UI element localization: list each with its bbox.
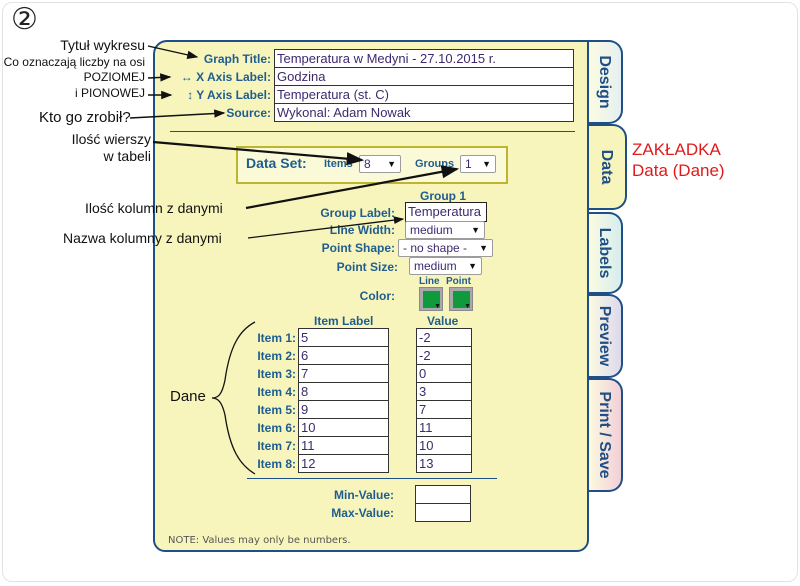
chevron-down-icon: ▼ xyxy=(387,159,396,169)
row-label: Item 4: xyxy=(257,385,296,399)
line-width-select[interactable]: medium ▼ xyxy=(405,221,485,239)
tab-labels[interactable]: Labels xyxy=(587,212,623,294)
min-value-label: Min-Value: xyxy=(333,488,394,502)
source-label: Source: xyxy=(226,106,271,120)
row-label: Item 2: xyxy=(257,349,296,363)
dataset-title: Data Set: xyxy=(246,155,307,171)
max-value-label: Max-Value: xyxy=(331,506,394,520)
chevron-down-icon: ▼ xyxy=(471,225,480,235)
item-label-input[interactable]: 8 xyxy=(298,382,389,401)
color-point-label: Point xyxy=(446,276,471,287)
value-input[interactable]: 7 xyxy=(416,400,472,419)
item-label-header: Item Label xyxy=(314,314,374,328)
groups-label: Groups xyxy=(415,158,455,170)
divider xyxy=(170,131,575,132)
point-shape-select[interactable]: - no shape - ▼ xyxy=(398,239,493,257)
row-label: Item 3: xyxy=(257,367,296,381)
tab-design-label: Design xyxy=(596,55,613,109)
y-axis-input[interactable]: Temperatura (st. C) xyxy=(274,85,574,104)
row-label: Item 7: xyxy=(257,439,296,453)
group-label-label: Group Label: xyxy=(320,206,395,220)
items-select[interactable]: 8▼ xyxy=(359,155,401,173)
row-label: Item 1: xyxy=(257,331,296,345)
chevron-down-icon: ▼ xyxy=(479,243,488,253)
value-input[interactable]: 0 xyxy=(416,364,472,383)
annotation-vertical: i PIONOWEJ xyxy=(74,86,145,100)
item-label-input[interactable]: 12 xyxy=(298,454,389,473)
point-shape-value: - no shape - xyxy=(403,241,468,255)
annotation-columns: Ilość kolumn z danymi xyxy=(85,200,223,216)
annotation-title: Tytuł wykresu xyxy=(60,37,145,53)
value-input[interactable]: 3 xyxy=(416,382,472,401)
point-color-swatch xyxy=(453,291,470,308)
color-label: Color: xyxy=(359,289,395,303)
item-label-input[interactable]: 9 xyxy=(298,400,389,419)
item-label-input[interactable]: 5 xyxy=(298,328,389,347)
item-label-input[interactable]: 6 xyxy=(298,346,389,365)
min-value-input[interactable] xyxy=(415,485,471,504)
line-width-value: medium xyxy=(410,223,453,237)
row-label: Item 6: xyxy=(257,421,296,435)
value-input[interactable]: -2 xyxy=(416,328,472,347)
group-label-input[interactable]: Temperatura xyxy=(405,202,487,222)
y-axis-label: ↕ Y Axis Label: xyxy=(187,88,271,102)
annotation-tab-2: Data (Dane) xyxy=(632,161,725,180)
tab-data-label: Data xyxy=(598,149,615,185)
annotation-author: Kto go zrobił? xyxy=(39,109,131,126)
annotation-column-name: Nazwa kolumny z danymi xyxy=(63,230,222,246)
item-label-input[interactable]: 10 xyxy=(298,418,389,437)
value-input[interactable]: 13 xyxy=(416,454,472,473)
line-width-label: Line Width: xyxy=(329,223,395,237)
note-text: NOTE: Values may only be numbers. xyxy=(168,535,351,546)
tab-print-save-label: Print / Save xyxy=(596,391,613,479)
max-value-input[interactable] xyxy=(415,503,471,522)
point-color-picker[interactable]: ▼ xyxy=(449,287,473,311)
annotation-horizontal: POZIOMEJ xyxy=(83,70,145,84)
value-header: Value xyxy=(427,314,459,328)
item-label-input[interactable]: 7 xyxy=(298,364,389,383)
chevron-down-icon: ▼ xyxy=(468,261,477,271)
value-input[interactable]: -2 xyxy=(416,346,472,365)
tab-labels-label: Labels xyxy=(596,227,613,279)
graph-title-label: Graph Title: xyxy=(203,52,271,66)
dropdown-icon: ▼ xyxy=(434,303,441,310)
source-input[interactable]: Wykonal: Adam Nowak xyxy=(274,103,574,122)
point-size-value: medium xyxy=(414,259,457,273)
x-axis-input[interactable]: Godzina xyxy=(274,67,574,86)
groups-select[interactable]: 1▼ xyxy=(460,155,496,173)
annotation-rows-1: Ilość wierszy xyxy=(71,131,151,147)
x-axis-label: ↔ X Axis Label: xyxy=(180,70,271,84)
line-color-swatch xyxy=(423,291,440,308)
point-shape-label: Point Shape: xyxy=(321,241,395,255)
groups-select-value: 1 xyxy=(465,157,472,171)
row-label: Item 5: xyxy=(257,403,296,417)
value-input[interactable]: 10 xyxy=(416,436,472,455)
items-select-value: 8 xyxy=(364,157,371,171)
annotation-tab-1: ZAKŁADKA xyxy=(632,140,721,159)
tab-data[interactable]: Data xyxy=(587,124,627,210)
tab-print-save[interactable]: Print / Save xyxy=(587,378,623,492)
dropdown-icon: ▼ xyxy=(464,303,471,310)
tab-design[interactable]: Design xyxy=(587,40,623,124)
graph-title-input[interactable]: Temperatura w Medyni - 27.10.2015 r. xyxy=(274,49,574,68)
color-line-label: Line xyxy=(419,276,440,287)
value-input[interactable]: 11 xyxy=(416,418,472,437)
group-heading: Group 1 xyxy=(420,189,467,203)
annotation-axis-meaning: Co oznaczają liczby na osi xyxy=(3,55,145,69)
point-size-select[interactable]: medium ▼ xyxy=(409,257,482,275)
tab-preview[interactable]: Preview xyxy=(587,294,623,378)
chevron-down-icon: ▼ xyxy=(482,159,491,169)
annotation-rows-2: w tabeli xyxy=(103,148,151,164)
annotation-data: Dane xyxy=(170,388,206,405)
tab-preview-label: Preview xyxy=(596,305,613,367)
divider xyxy=(247,478,497,479)
line-color-picker[interactable]: ▼ xyxy=(419,287,443,311)
item-label-input[interactable]: 11 xyxy=(298,436,389,455)
row-label: Item 8: xyxy=(257,457,296,471)
point-size-label: Point Size: xyxy=(336,260,398,274)
step-number: ② xyxy=(11,3,38,36)
items-label: Items xyxy=(324,158,353,170)
